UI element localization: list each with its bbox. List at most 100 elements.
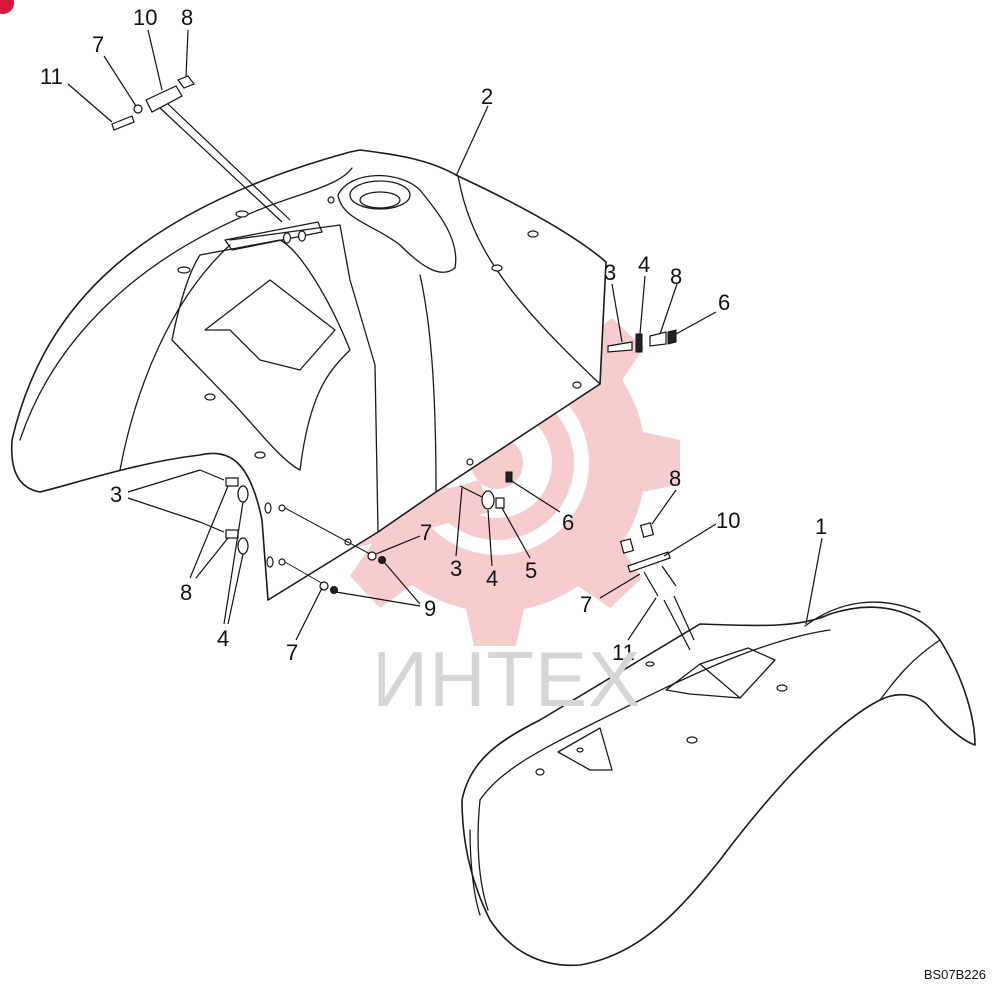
callout-7-fender: 7 — [580, 592, 592, 617]
fender-2-top-edge — [19, 167, 353, 441]
washer-7-top — [133, 104, 143, 114]
leader-6-right — [675, 311, 717, 335]
callout-8-right: 8 — [670, 264, 682, 289]
hardware-right-cluster — [607, 329, 677, 353]
leader-3-right — [611, 283, 623, 343]
callout-leader-lines — [67, 29, 823, 641]
leader-11-fender — [627, 597, 657, 641]
hardware-left-cluster — [199, 469, 249, 555]
hole — [278, 504, 286, 512]
callout-8-top: 8 — [181, 5, 193, 30]
leader-8-top — [185, 29, 189, 77]
callout-3-left: 3 — [110, 482, 122, 507]
leader-11-top — [67, 83, 113, 123]
filler-neck-inner — [359, 191, 401, 209]
callout-8-fender: 8 — [669, 466, 681, 491]
leader-8-fender — [651, 489, 677, 525]
fender-2-cavity — [171, 239, 351, 471]
hole — [491, 264, 503, 272]
fender-1-crease — [479, 629, 831, 801]
leader-9-a — [383, 561, 421, 605]
leader-2 — [455, 105, 489, 177]
nut-6-right — [667, 329, 677, 345]
leader-7-mid — [375, 535, 421, 555]
leader-7-fender — [599, 573, 641, 599]
hole — [204, 393, 216, 401]
spacer-8-left-upper — [225, 477, 239, 487]
callout-3-right: 3 — [604, 260, 616, 285]
callout-1: 1 — [815, 514, 827, 539]
washer-7-mid — [367, 551, 377, 561]
leader-4-left-b — [227, 553, 244, 625]
fender-1-arch — [879, 639, 941, 701]
spacer-8-right — [649, 331, 667, 347]
bolt-3-right — [607, 341, 633, 353]
assembly-line — [663, 599, 691, 651]
drawing-code: BS07B226 — [923, 967, 986, 982]
hardware-middle-cluster — [284, 471, 513, 594]
assembly-line — [284, 561, 326, 586]
bolt-3-left-lower — [199, 521, 225, 533]
washer-4-left-lower — [237, 537, 249, 555]
plate-10-fender — [627, 551, 671, 573]
leader-4-left-a — [223, 501, 244, 625]
leader-3-left-b — [127, 497, 201, 523]
hole — [776, 684, 788, 692]
spacer-8-left-lower — [225, 529, 239, 539]
spacer-8-top — [177, 75, 195, 89]
callout-9: 9 — [424, 596, 436, 621]
filler-neck — [349, 180, 411, 210]
fender-2-crease-2 — [419, 274, 437, 493]
watermark-text: ИНТЕХ — [372, 635, 642, 723]
bolt-3-mid — [459, 485, 485, 499]
fender-2-cavity-inner — [204, 279, 336, 371]
hole — [466, 458, 474, 466]
leader-4-mid — [487, 509, 493, 567]
fender-2-filler-recess — [337, 174, 457, 273]
fender-1-top-curve — [804, 601, 921, 627]
leader-4-right — [639, 275, 646, 335]
callout-10-top: 10 — [133, 5, 157, 30]
front-fender-part-2 — [10, 149, 607, 601]
assembly-line — [167, 103, 291, 221]
callout-2: 2 — [481, 84, 493, 109]
spacer-8-fender-left — [619, 538, 635, 554]
leader-7-low — [295, 587, 323, 641]
hole — [576, 747, 584, 753]
fender-2-rib — [119, 244, 231, 471]
callout-5: 5 — [525, 558, 537, 583]
assembly-line — [673, 595, 695, 641]
callout-4-right: 4 — [638, 252, 650, 277]
leader-1 — [805, 537, 823, 625]
hole — [254, 451, 266, 459]
hole — [235, 210, 249, 218]
leader-8-left-b — [195, 537, 229, 579]
hole — [527, 230, 539, 238]
hole — [535, 768, 545, 776]
hole — [177, 266, 191, 274]
leader-6-mid — [509, 479, 561, 513]
bolt-11-fender-right — [661, 565, 677, 587]
callout-11-top: 11 — [40, 64, 63, 89]
hardware-fender-cluster — [619, 522, 695, 651]
bolt-11-fender-left — [643, 571, 659, 597]
leader-10-fender — [663, 523, 717, 557]
callout-7-mid: 7 — [420, 520, 432, 545]
washer-4-right — [635, 333, 643, 353]
nut-9-mid — [378, 556, 386, 564]
bolt-11-top — [111, 115, 135, 131]
leader-10-top — [147, 29, 163, 91]
hole — [278, 558, 286, 566]
fender-1-lip-2 — [477, 799, 489, 911]
leader-9-b — [335, 591, 421, 607]
hole — [645, 661, 655, 667]
callout-10-fender: 10 — [716, 508, 740, 533]
hole — [266, 556, 274, 568]
callout-11-fender: 11 — [612, 640, 635, 665]
fender-1-outline — [461, 606, 976, 967]
fender-1-mount-pad-edge — [699, 663, 741, 699]
bolt-3-left-upper — [199, 469, 225, 481]
nut-9-low — [330, 586, 338, 594]
callout-7-top: 7 — [92, 32, 104, 57]
